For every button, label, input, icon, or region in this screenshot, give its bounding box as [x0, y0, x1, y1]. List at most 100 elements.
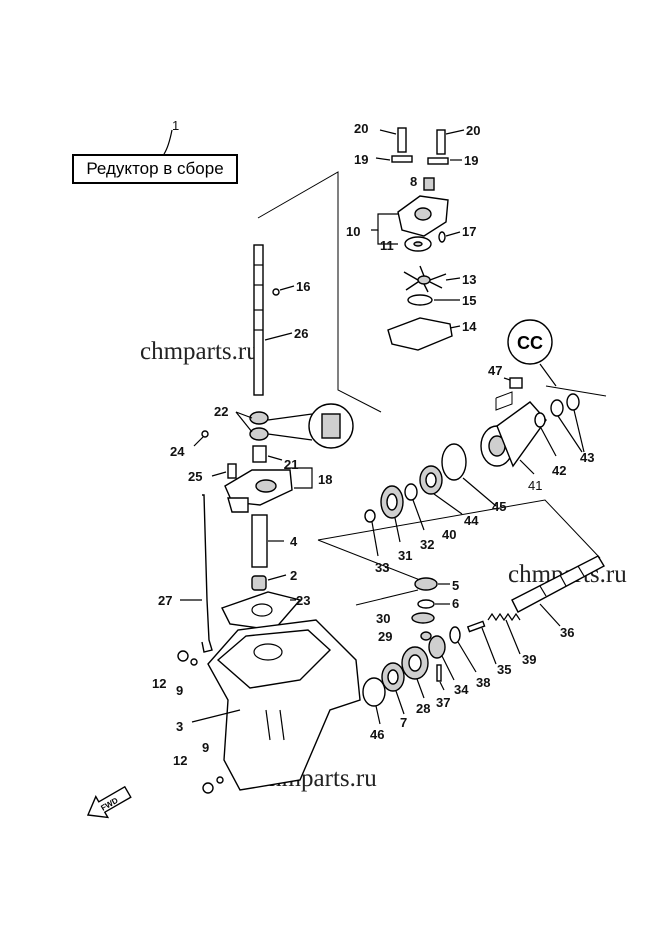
washer-9a	[190, 658, 198, 666]
leader-18	[284, 467, 313, 489]
bolt-12a	[177, 650, 189, 662]
plate-14	[387, 317, 453, 351]
leader-46	[375, 705, 381, 725]
leader-34	[441, 655, 455, 681]
insert-bore	[413, 241, 423, 247]
leader-43b	[573, 409, 585, 453]
bearing-22a	[249, 411, 269, 425]
leader-39	[505, 619, 521, 655]
label-2: 2	[290, 568, 297, 583]
leader-1	[163, 129, 173, 155]
leader-41	[519, 459, 535, 475]
label-3: 3	[176, 719, 183, 734]
key-17	[438, 231, 446, 243]
label-21: 21	[284, 457, 298, 472]
ring-38	[449, 626, 461, 644]
label-15: 15	[462, 293, 476, 308]
label-8: 8	[410, 174, 417, 189]
label-19a: 19	[354, 152, 368, 167]
label-30: 30	[376, 611, 390, 626]
pinion-30	[411, 612, 435, 624]
label-34: 34	[454, 682, 469, 697]
leader-33	[371, 521, 379, 557]
leader-36	[539, 603, 561, 627]
label-24: 24	[170, 444, 185, 459]
bushing-21	[252, 445, 267, 463]
label-42: 42	[552, 463, 566, 478]
seal-43a	[550, 399, 564, 417]
gear-28-bore	[408, 654, 422, 672]
label-36: 36	[560, 625, 574, 640]
leader-22a	[235, 411, 253, 419]
assembly-title: Редуктор в сборе	[86, 159, 224, 178]
label-16: 16	[296, 279, 310, 294]
housing-bore	[255, 479, 277, 493]
leader-22b	[235, 411, 253, 433]
label-43: 43	[580, 450, 594, 465]
label-40: 40	[442, 527, 456, 542]
label-44: 44	[464, 513, 479, 528]
leader-3	[191, 709, 241, 723]
leader-13	[445, 277, 461, 281]
label-47: 47	[488, 363, 502, 378]
label-6: 6	[452, 596, 459, 611]
leader-10a	[371, 213, 398, 231]
label-19b: 19	[464, 153, 478, 168]
washer-6	[417, 599, 435, 609]
leader-45	[462, 477, 497, 507]
leader-10b	[377, 230, 398, 245]
detail-callout-bottom	[267, 433, 313, 441]
bolt-25	[227, 463, 237, 479]
seal-43b	[566, 393, 580, 411]
label-22: 22	[214, 404, 228, 419]
label-9a: 9	[176, 683, 183, 698]
clutch-34	[428, 635, 446, 659]
seal-42	[534, 412, 546, 428]
leader-31	[394, 517, 401, 543]
gear-group-outline-left	[317, 539, 421, 581]
shim-32	[404, 483, 418, 501]
gasket-23	[221, 591, 302, 631]
leader-25	[211, 471, 227, 477]
fwd-arrow: FWD	[86, 785, 132, 819]
leader-20b	[445, 129, 465, 135]
o-ring-16	[272, 288, 280, 296]
label-29: 29	[378, 629, 392, 644]
label-35: 35	[497, 662, 511, 677]
plate-19b	[427, 157, 449, 165]
leader-16	[279, 285, 295, 291]
label-23: 23	[296, 593, 310, 608]
label-11: 11	[380, 238, 394, 253]
label-26: 26	[294, 326, 308, 341]
watermark-1: chmparts.ru	[140, 338, 259, 365]
tube-4	[251, 514, 268, 568]
label-14: 14	[462, 319, 477, 334]
bearing-44-bore	[425, 472, 437, 488]
leader-21	[267, 455, 283, 461]
label-20a: 20	[354, 121, 368, 136]
o-ring-15	[407, 294, 433, 306]
label-39: 39	[522, 652, 536, 667]
label-7: 7	[400, 715, 407, 730]
label-12b: 12	[173, 753, 187, 768]
o-ring-45	[441, 443, 467, 481]
label-17: 17	[462, 224, 476, 239]
spring-39	[487, 612, 521, 622]
leader-47	[503, 377, 511, 381]
gasket-hole	[251, 603, 273, 617]
leader-28	[416, 678, 425, 699]
leader-14	[449, 325, 461, 329]
label-25: 25	[188, 469, 202, 484]
leader-17	[445, 231, 461, 237]
label-38: 38	[476, 675, 490, 690]
nut-29	[420, 631, 432, 641]
bolt-20a	[397, 127, 407, 153]
leader-44	[433, 493, 463, 515]
leader-24	[193, 436, 204, 447]
leader-19a	[375, 157, 391, 161]
label-5: 5	[452, 578, 459, 593]
drive-shaft	[253, 244, 264, 396]
assembly-title-box: Редуктор в сборе	[72, 154, 238, 184]
leader-2	[267, 574, 287, 581]
